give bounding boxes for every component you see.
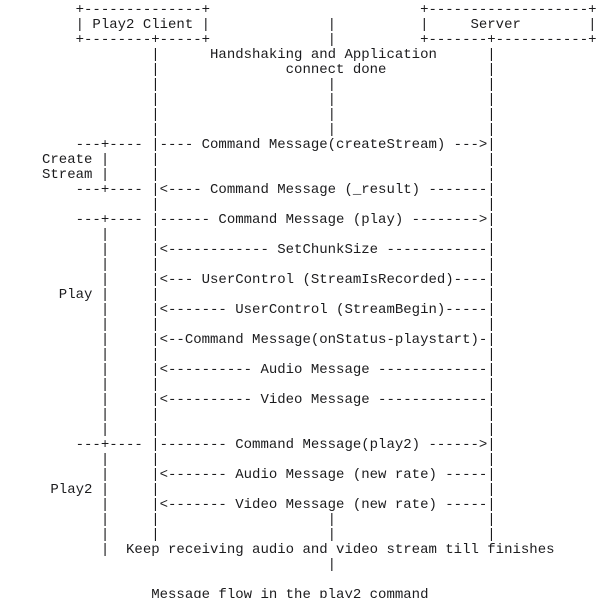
lifelines-row: | | |: [0, 317, 496, 333]
actor-names-row: | Play2 Client | | | Server |: [0, 17, 597, 33]
msg-play2-row: ---+---- |-------- Command Message(play2…: [0, 437, 496, 453]
msg-set-chunk-size-row: | |<------------ SetChunkSize ----------…: [0, 242, 496, 258]
play-label-row: Play | | |: [0, 287, 496, 303]
lifelines-row: | | |: [0, 92, 496, 108]
lifelines-row: | | |: [0, 377, 496, 393]
lifelines-row: | | |: [0, 347, 496, 363]
msg-stream-begin-row: | |<------- UserControl (StreamBegin)---…: [0, 302, 496, 318]
msg-on-status-playstart-row: | |<--Command Message(onStatus-playstart…: [0, 332, 496, 348]
lifelines-row: | | |: [0, 422, 496, 438]
lifelines-row: |: [0, 557, 337, 573]
msg-result-row: ---+---- |<---- Command Message (_result…: [0, 182, 496, 198]
actor-boxes-bottom-border: +--------+-----+ | +-------+-----------+: [0, 32, 597, 48]
lifelines-row: | | |: [0, 107, 496, 123]
create-label-row: Create | | |: [0, 152, 496, 168]
lifelines-row: | | |: [0, 407, 496, 423]
caption-row: Message flow in the play2 command: [0, 587, 429, 598]
lifelines-row: | | |: [0, 227, 496, 243]
handshake-note-line-1: | Handshaking and Application |: [0, 47, 496, 63]
handshake-note-line-2: | connect done |: [0, 62, 496, 78]
msg-audio-new-rate-row: | |<------- Audio Message (new rate) ---…: [0, 467, 496, 483]
lifelines-row: | |: [0, 197, 496, 213]
play2-label-row: Play2 | | |: [0, 482, 496, 498]
msg-play-row: ---+---- |------ Command Message (play) …: [0, 212, 496, 228]
msg-video-new-rate-row: | |<------- Video Message (new rate) ---…: [0, 497, 496, 513]
msg-create-stream-row: ---+---- |---- Command Message(createStr…: [0, 137, 496, 153]
blank-row: [0, 573, 597, 588]
lifelines-row: | | | |: [0, 527, 496, 543]
keep-receiving-note-row: | Keep receiving audio and video stream …: [0, 542, 555, 558]
lifelines-row: | | |: [0, 452, 496, 468]
actor-boxes-top-border: +--------------+ +-------------------+: [0, 2, 597, 18]
msg-video-message-row: | |<---------- Video Message -----------…: [0, 392, 496, 408]
lifelines-row: | | |: [0, 77, 496, 93]
stream-label-row: Stream | | |: [0, 167, 496, 183]
lifelines-row: | | |: [0, 257, 496, 273]
play2-sequence-diagram: +--------------+ +-------------------+ |…: [0, 3, 597, 598]
lifelines-row: | | | |: [0, 512, 496, 528]
msg-stream-is-recorded-row: | |<--- UserControl (StreamIsRecorded)--…: [0, 272, 496, 288]
lifelines-row: | | |: [0, 122, 496, 138]
msg-audio-message-row: | |<---------- Audio Message -----------…: [0, 362, 496, 378]
